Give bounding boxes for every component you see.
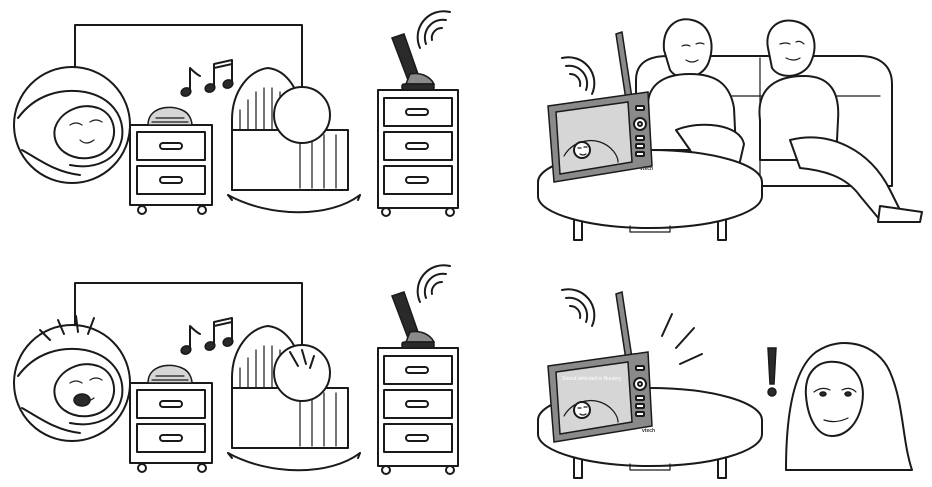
crying-lines (39, 315, 315, 407)
man-figure (758, 19, 923, 223)
panel-parents-relaxing: vtech (537, 18, 923, 241)
panel-parent-alerted: Sound detected in Nursery vtech (537, 288, 913, 479)
panel-baby-asleep (13, 10, 459, 217)
wifi-signal-icon (561, 56, 596, 96)
music-notes-icon (178, 59, 236, 99)
exclamation-icon (767, 347, 777, 397)
screen-notice-text: Sound detected in Nursery (562, 376, 622, 382)
panel-baby-crying (13, 264, 459, 475)
woman-figure (646, 18, 745, 171)
woman-alerted-figure (785, 342, 913, 471)
wifi-signal-icon (561, 288, 596, 327)
music-notes-icon (178, 317, 236, 357)
parent-unit-monitor (547, 31, 653, 183)
wifi-signal-icon (416, 264, 451, 303)
wifi-signal-icon (416, 10, 451, 50)
monitor-brand-label: vtech (642, 428, 655, 434)
parent-unit-monitor (547, 291, 653, 443)
monitor-brand-label: vtech (640, 166, 653, 172)
alert-burst (661, 313, 703, 365)
